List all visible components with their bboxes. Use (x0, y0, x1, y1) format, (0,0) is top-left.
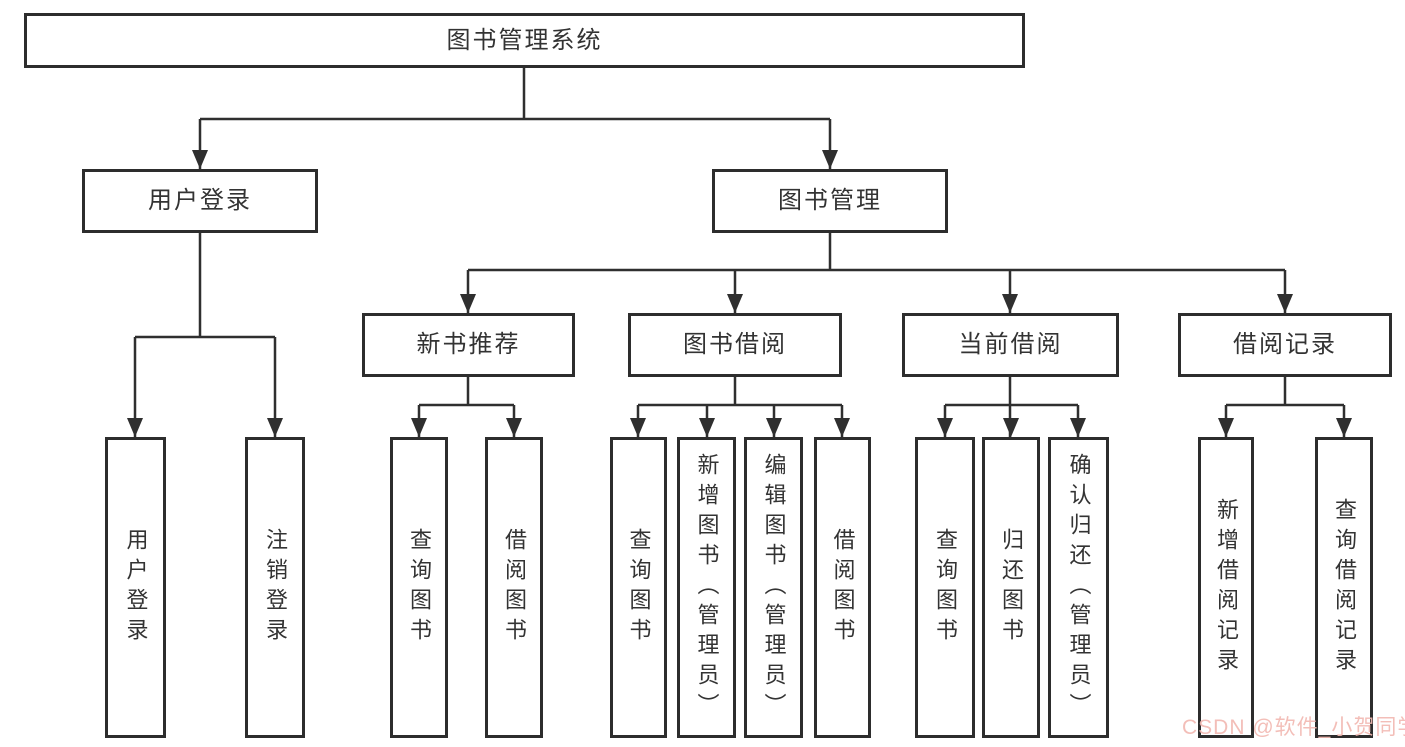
arrow-down-icon (727, 294, 743, 313)
leaf-borrow-borrow-books: 借阅图书 (814, 437, 871, 738)
node-label: 查询借阅记录 (1332, 497, 1357, 678)
connector-newbook-to-leaves (417, 377, 516, 437)
arrow-down-icon (937, 418, 953, 437)
node-borrow-records: 借阅记录 (1178, 313, 1392, 377)
node-label: 新增图书（管理员） (694, 452, 720, 723)
arrow-down-icon (699, 418, 715, 437)
node-label: 编辑图书（管理员） (761, 452, 787, 723)
arrow-down-icon (766, 418, 782, 437)
node-label: 用户登录 (148, 187, 252, 214)
arrow-down-icon (411, 418, 427, 437)
node-label: 图书借阅 (683, 331, 787, 358)
arrow-down-icon (506, 418, 522, 437)
arrow-down-icon (1218, 418, 1234, 437)
connector-borrow-to-leaves (636, 377, 844, 437)
arrow-down-icon (267, 418, 283, 437)
arrow-down-icon (630, 418, 646, 437)
leaf-records-query-record: 查询借阅记录 (1315, 437, 1373, 738)
connector-records-to-leaves (1224, 377, 1346, 437)
node-book-borrow: 图书借阅 (628, 313, 842, 377)
leaf-current-query-books: 查询图书 (915, 437, 975, 738)
arrow-down-icon (1002, 294, 1018, 313)
node-new-book-recommend: 新书推荐 (362, 313, 575, 377)
leaf-newbook-borrow-books: 借阅图书 (485, 437, 543, 738)
node-label: 图书管理 (778, 187, 882, 214)
csdn-watermark: CSDN @软件_小贺同学 (1182, 716, 1405, 739)
node-label: 借阅图书 (830, 527, 856, 648)
leaf-borrow-add-books-admin: 新增图书（管理员） (677, 437, 736, 738)
leaf-current-return-books: 归还图书 (982, 437, 1040, 738)
arrow-down-icon (460, 294, 476, 313)
arrow-down-icon (1003, 418, 1019, 437)
node-label: 借阅记录 (1233, 331, 1337, 358)
leaf-borrow-edit-books-admin: 编辑图书（管理员） (744, 437, 803, 738)
arrow-down-icon (1277, 294, 1293, 313)
leaf-logout-login: 注销登录 (245, 437, 305, 738)
node-label: 查询图书 (933, 527, 958, 648)
node-user-login: 用户登录 (82, 169, 318, 233)
leaf-current-confirm-return-admin: 确认归还（管理员） (1048, 437, 1109, 738)
node-root-system: 图书管理系统 (24, 13, 1025, 68)
leaf-user-login: 用户登录 (105, 437, 166, 738)
connector-userlogin-to-leaves (133, 233, 277, 437)
connector-current-to-leaves (943, 377, 1080, 437)
node-label: 用户登录 (123, 527, 149, 648)
arrow-down-icon (822, 150, 838, 169)
node-label: 图书管理系统 (446, 26, 603, 54)
node-current-borrow: 当前借阅 (902, 313, 1119, 377)
node-label: 查询图书 (407, 527, 432, 648)
arrow-down-icon (1336, 418, 1352, 437)
arrow-down-icon (834, 418, 850, 437)
node-label: 新书推荐 (416, 331, 521, 358)
leaf-borrow-query-books: 查询图书 (610, 437, 667, 738)
node-label: 注销登录 (263, 527, 288, 648)
leaf-newbook-query-books: 查询图书 (390, 437, 448, 738)
node-label: 查询图书 (626, 527, 652, 648)
arrow-down-icon (192, 150, 208, 169)
leaf-records-add-record: 新增借阅记录 (1198, 437, 1254, 738)
node-label: 当前借阅 (958, 331, 1063, 358)
node-label: 确认归还（管理员） (1066, 452, 1092, 723)
connector-bookmgmt-to-level3 (466, 233, 1287, 313)
arrow-down-icon (127, 418, 143, 437)
node-label: 新增借阅记录 (1214, 497, 1239, 678)
node-label: 借阅图书 (502, 527, 527, 648)
connector-root-to-level2 (198, 68, 832, 169)
arrow-down-icon (1070, 418, 1086, 437)
node-label: 归还图书 (999, 527, 1024, 648)
node-book-management: 图书管理 (712, 169, 948, 233)
